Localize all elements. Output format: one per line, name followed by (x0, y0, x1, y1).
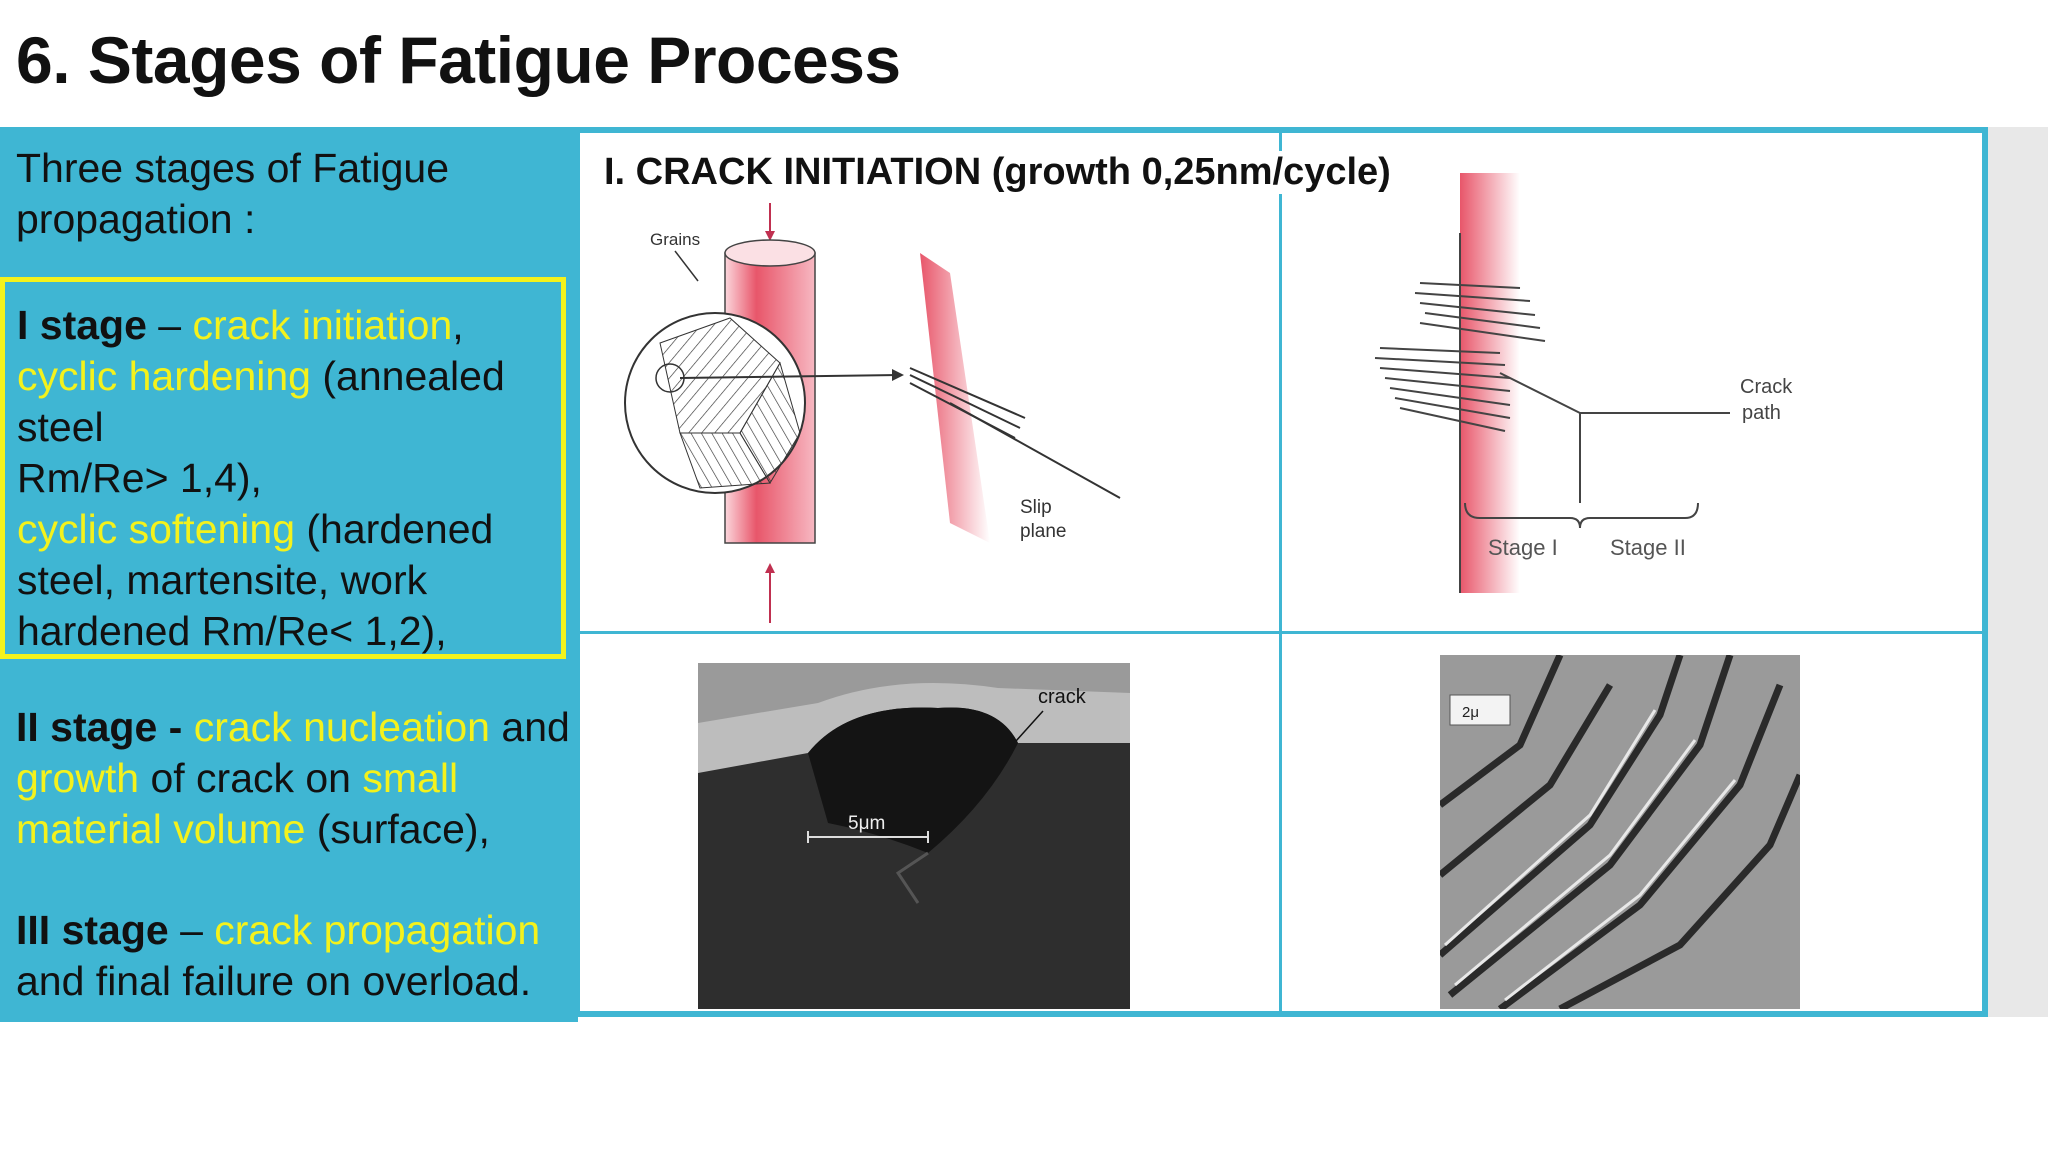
stage-1-hl-initiation: crack initiation (192, 302, 453, 348)
stage-1-hl-softening: cyclic softening (17, 506, 296, 552)
specimen-plate (1460, 173, 1520, 593)
crack-path-diagram: Crack path Stage I Stage II (1374, 173, 1793, 593)
stage-1-comma: , (452, 302, 464, 348)
slip-plate (920, 253, 990, 543)
section-heading: I. CRACK INITIATION (growth 0,25nm/cycle… (604, 151, 1399, 194)
stage-1-box: I stage – crack initiation, cyclic harde… (0, 277, 566, 659)
stage-2-text-of-crack: of crack on (139, 755, 363, 801)
slip-band-micrograph: 2μ (1440, 655, 1800, 1009)
stage-3-text: III stage – crack propagation and final … (16, 905, 576, 1007)
slip-label: Slip (1020, 497, 1052, 518)
grid-divider-horizontal (580, 631, 1982, 634)
right-margin-strip (1988, 127, 2048, 1017)
stage-1-sep: – (146, 302, 193, 348)
stage-2-text-surface: (surface), (305, 806, 490, 852)
slip-band-lines (1440, 655, 1800, 1009)
sem-crack-micrograph: crack 5μm (698, 663, 1130, 1009)
stage-1-text-annealed: (annealed steel (17, 353, 505, 450)
stage-2-label: II stage - (16, 704, 194, 750)
figure-grid: Grains Slip plane Crack pat (574, 127, 1988, 1017)
stage-1-text-ratio: Rm/Re> 1,4), (17, 455, 262, 501)
stage-1-hl-hardening: cyclic hardening (17, 353, 311, 399)
grains-label: Grains (650, 230, 700, 249)
stage-ii-label: Stage II (1610, 535, 1686, 560)
stage-3-text-failure: and final failure on overload. (16, 958, 532, 1004)
stage-2-hl-growth: growth (16, 755, 140, 801)
stages-panel: Three stages of Fatigue propagation : I … (0, 127, 578, 1022)
scale-label-2: 2μ (1462, 704, 1479, 721)
stage-3-sep: – (168, 907, 215, 953)
path-label: path (1742, 402, 1781, 424)
stage-3-hl-propagation: crack propagation (214, 907, 541, 953)
plane-label: plane (1020, 521, 1067, 542)
stage-1-label: I stage (17, 302, 147, 348)
stage-3-label: III stage (16, 907, 169, 953)
stage-brace (1464, 502, 1699, 529)
stage-1-text-hardened: (hardened steel, martensite, work harden… (17, 506, 494, 654)
slip-bands (1374, 282, 1581, 432)
slide-title: 6. Stages of Fatigue Process (16, 23, 901, 97)
stage-2-text: II stage - crack nucleation and growth o… (16, 702, 576, 855)
crack-label: Crack (1740, 376, 1793, 398)
intro-text: Three stages of Fatigue propagation : (16, 145, 450, 242)
crack-annotation: crack (1038, 686, 1087, 708)
stage-2-hl-volume: small material volume (16, 755, 459, 852)
stage-i-label: Stage I (1488, 535, 1558, 560)
grid-divider-vertical (1279, 133, 1282, 1011)
stage-2-hl-nucleation: crack nucleation (193, 704, 490, 750)
slip-plane-diagram: Grains Slip plane (624, 203, 1121, 623)
stage-2-text-and: and (490, 704, 570, 750)
scale-label: 5μm (848, 813, 885, 834)
